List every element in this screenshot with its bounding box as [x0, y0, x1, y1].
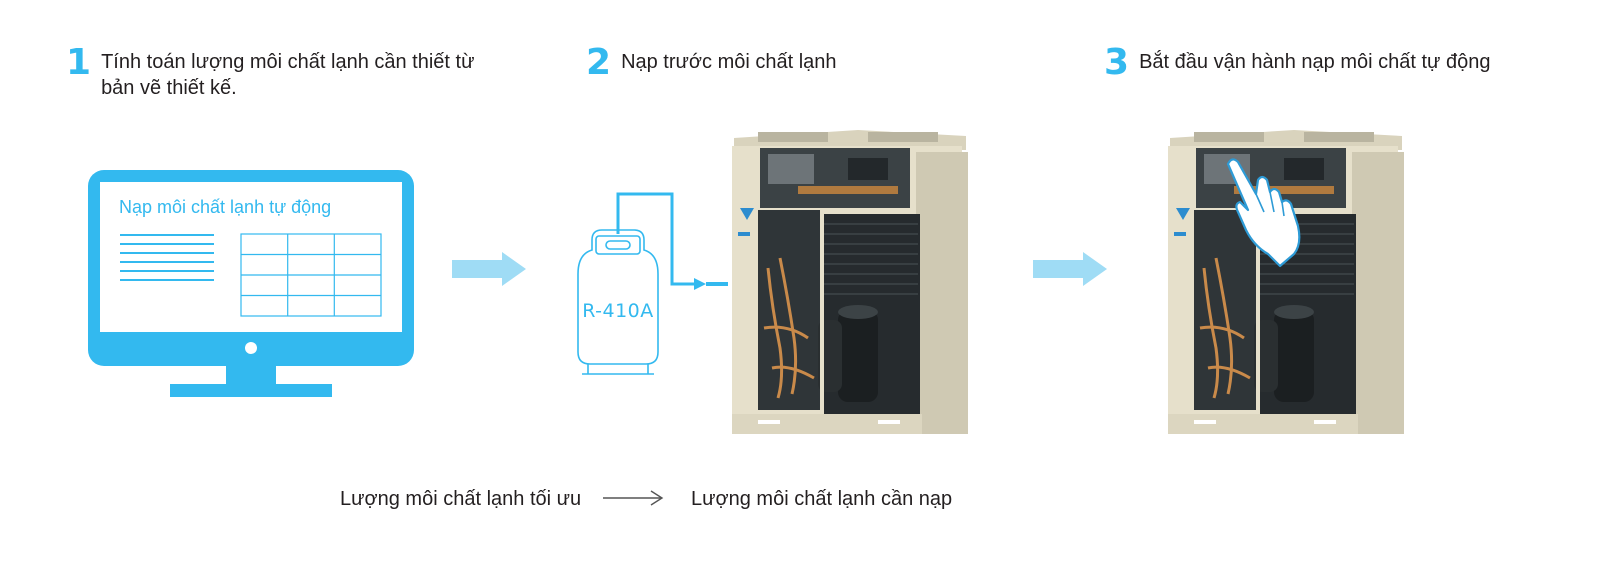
long-arrow-right-icon: [603, 490, 664, 506]
step-3-text: Bắt đầu vận hành nạp môi chất tự động: [1139, 51, 1491, 73]
tank-label: R-410A: [582, 300, 654, 322]
step-2-number: 2: [586, 42, 612, 83]
footer-required-amount: Lượng môi chất lạnh cần nạp: [691, 488, 953, 510]
arrow-right-icon: [452, 252, 526, 286]
outdoor-unit-image: [1168, 130, 1404, 434]
monitor-screen-title: Nạp môi chất lạnh tự động: [119, 197, 332, 217]
footer-optimal-amount: Lượng môi chất lạnh tối ưu: [340, 488, 582, 510]
step-2-text: Nạp trước môi chất lạnh: [621, 51, 837, 73]
step-3-number: 3: [1104, 42, 1130, 83]
step-1-text: Tính toán lượng môi chất lạnh cần thiết …: [101, 51, 475, 99]
arrow-right-icon: [1033, 252, 1107, 286]
outdoor-unit-image: [732, 130, 968, 434]
refrigerant-tank-icon: [577, 192, 728, 375]
step-1-number: 1: [66, 42, 92, 83]
step-3: 3 Bắt đầu vận hành nạp môi chất tự động: [1104, 44, 1490, 81]
hand-pointer-icon: [1226, 158, 1301, 268]
monitor-icon: [88, 170, 414, 397]
step-1: 1 Tính toán lượng môi chất lạnh cần thiế…: [66, 44, 506, 101]
step-2: 2 Nạp trước môi chất lạnh: [586, 44, 837, 81]
